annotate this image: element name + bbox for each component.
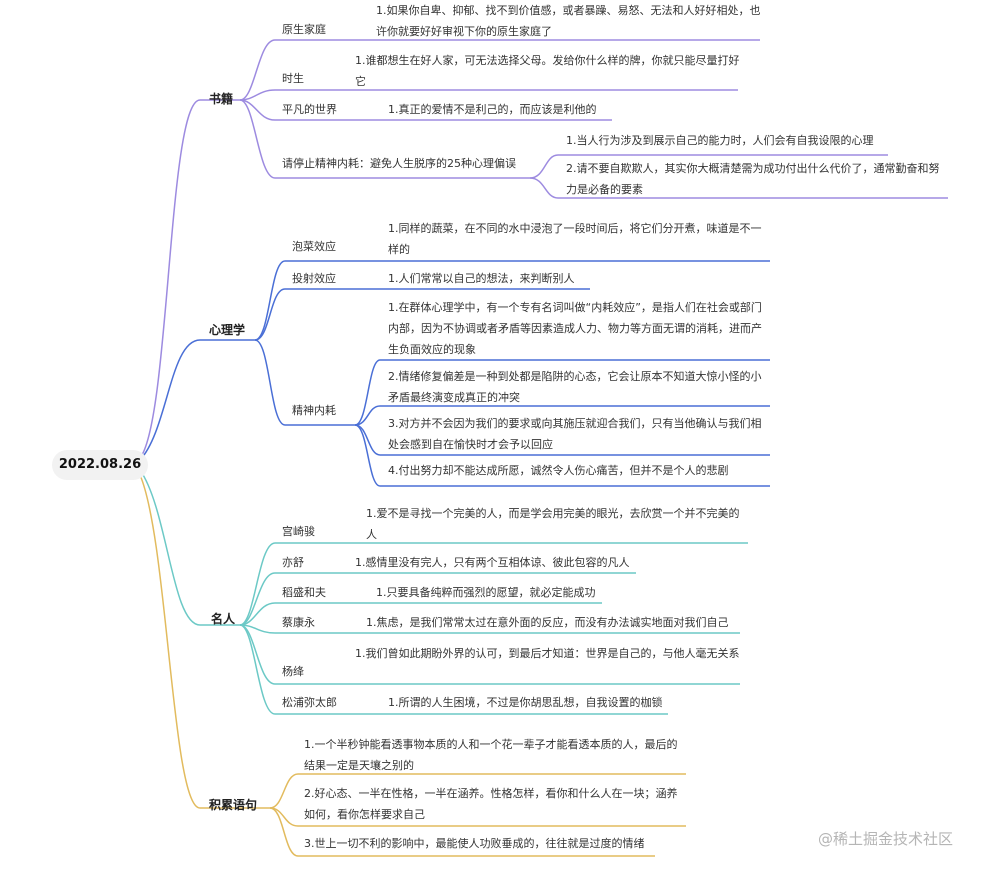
note-node[interactable]: 2.情绪修复偏差是一种到处都是陷阱的心态，它会让原本不知道大惊小怪的小矛盾最终演… (388, 370, 762, 404)
topic-node[interactable]: 泡菜效应 (292, 240, 336, 253)
topic-node[interactable]: 平凡的世界 (282, 103, 337, 116)
topic-node[interactable]: 时生 (282, 72, 304, 85)
root-node[interactable]: 2022.08.26 (52, 450, 148, 480)
note-node[interactable]: 1.我们曾如此期盼外界的认可，到最后才知道：世界是自己的，与他人毫无关系 (355, 647, 740, 660)
note-node[interactable]: 1.当人行为涉及到展示自己的能力时，人们会有自我设限的心理 (566, 134, 874, 147)
note-node[interactable]: 1.所谓的人生困境，不过是你胡思乱想，自我设置的枷锁 (388, 696, 663, 709)
topic-node[interactable]: 请停止精神内耗：避免人生脱序的25种心理偏误 (282, 157, 516, 170)
category-quotes[interactable]: 积累语句 (209, 798, 258, 812)
note-node[interactable]: 1.感情里没有完人，只有两个互相体谅、彼此包容的凡人 (355, 556, 630, 569)
note-node[interactable]: 1.谁都想生在好人家，可无法选择父母。发给你什么样的牌，你就只能尽量打好它 (355, 54, 740, 88)
category-people[interactable]: 名人 (211, 612, 236, 626)
note-node[interactable]: 2.好心态、一半在性格，一半在涵养。性格怎样，看你和什么人在一块；涵养如何，看你… (304, 787, 678, 821)
topic-node[interactable]: 投射效应 (292, 272, 336, 285)
note-node[interactable]: 1.一个半秒钟能看透事物本质的人和一个花一辈子才能看透本质的人，最后的结果一定是… (304, 738, 678, 772)
topic-node[interactable]: 杨绛 (282, 665, 304, 678)
note-node[interactable]: 1.焦虑，是我们常常太过在意外面的反应，而没有办法诚实地面对我们自己 (366, 616, 729, 629)
topic-node[interactable]: 蔡康永 (282, 616, 315, 629)
note-node[interactable]: 3.世上一切不利的影响中，最能使人功败垂成的，往往就是过度的情绪 (304, 837, 645, 850)
topic-node[interactable]: 原生家庭 (282, 23, 326, 36)
topic-node[interactable]: 精神内耗 (292, 404, 336, 417)
topic-node[interactable]: 宫崎骏 (282, 525, 315, 538)
category-books[interactable]: 书籍 (209, 92, 234, 106)
topic-node[interactable]: 松浦弥太郎 (282, 696, 337, 709)
branch-psych (139, 339, 255, 461)
note-node[interactable]: 1.人们常常以自己的想法，来判断别人 (388, 272, 575, 285)
note-node[interactable]: 1.如果你自卑、抑郁、找不到价值感，或者暴躁、易怒、无法和人好好相处，也许你就要… (376, 4, 761, 38)
note-node[interactable]: 1.真正的爱情不是利己的，而应该是利他的 (388, 103, 597, 116)
branch-books (139, 99, 240, 459)
note-node[interactable]: 2.请不要自欺欺人，其实你大概清楚需为成功付出什么代价了，通常勤奋和努力是必备的… (566, 162, 940, 196)
branch-quotes (139, 474, 270, 809)
note-node[interactable]: 1.爱不是寻找一个完美的人，而是学会用完美的眼光，去欣赏一个并不完美的人 (366, 507, 740, 541)
note-node[interactable]: 1.只要具备纯粹而强烈的愿望，就必定能成功 (376, 586, 596, 599)
topic-node[interactable]: 亦舒 (282, 556, 304, 569)
watermark: @稀土掘金技术社区 (818, 830, 954, 848)
note-node[interactable]: 3.对方并不会因为我们的要求或向其施压就迎合我们，只有当他确认与我们相处会感到自… (388, 417, 762, 451)
note-node[interactable]: 1.在群体心理学中，有一个专有名词叫做“内耗效应”，是指人们在社会或部门内部，因… (388, 301, 762, 356)
note-node[interactable]: 1.同样的蔬菜，在不同的水中浸泡了一段时间后，将它们分开煮，味道是不一样的 (388, 222, 762, 256)
branch-people (139, 469, 240, 626)
category-psychology[interactable]: 心理学 (209, 323, 246, 337)
topic-node[interactable]: 稻盛和夫 (282, 586, 326, 599)
note-node[interactable]: 4.付出努力却不能达成所愿，诚然令人伤心痛苦，但并不是个人的悲剧 (388, 464, 729, 477)
